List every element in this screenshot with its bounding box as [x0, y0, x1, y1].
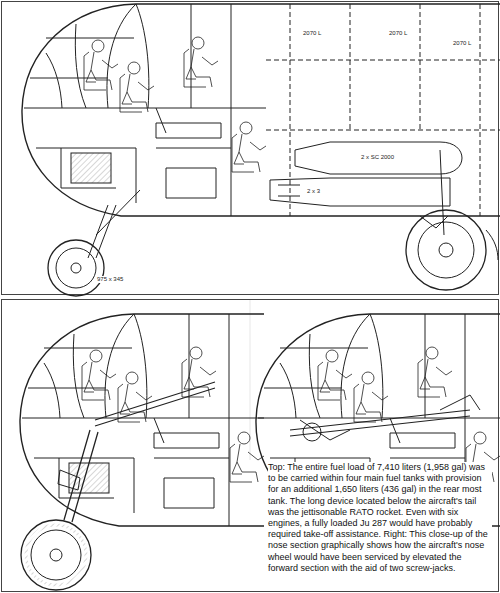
dimension-label: 975 x 345: [96, 276, 124, 283]
dimension-label: 2 x SC 2000: [360, 154, 395, 161]
dimension-label: 2070 L: [302, 30, 322, 37]
dimension-label: 2 x 3: [306, 188, 321, 195]
dimension-label: 2070 L: [452, 40, 472, 47]
dimension-label: 2070 L: [388, 30, 408, 37]
caption: Top: The entire fuel load of 7,410 liter…: [268, 462, 492, 574]
